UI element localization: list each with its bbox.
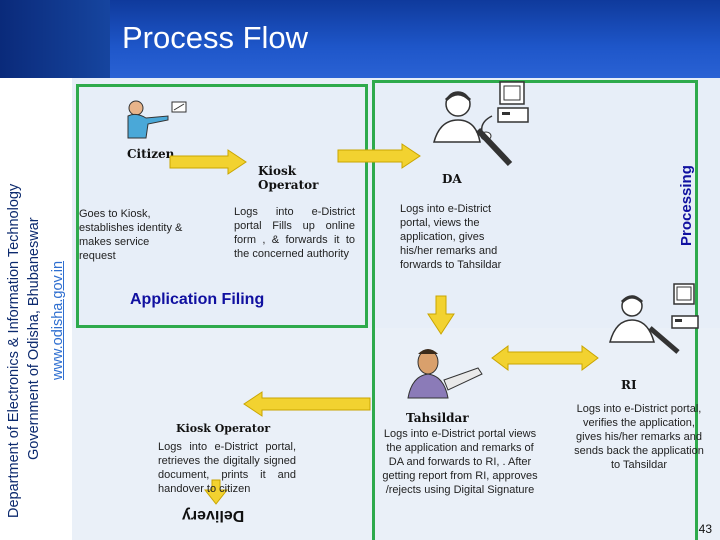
da-label: DA — [442, 172, 462, 186]
ri-desc: Logs into e-District portal, verifies th… — [574, 403, 704, 471]
tahsildar-icon — [407, 349, 483, 399]
processing-box — [372, 80, 698, 540]
da-computer-user-icon — [433, 81, 529, 167]
da-desc: Logs into e-District portal, views the a… — [400, 203, 502, 271]
ri-computer-user-icon — [609, 283, 699, 354]
delivery-label: Delivery — [182, 507, 245, 524]
sidebar — [0, 78, 72, 540]
arrow-kiosk-to-da — [337, 143, 421, 169]
kiosk-operator-label-2: Operator — [258, 178, 319, 192]
page-number: 43 — [698, 522, 712, 536]
arrow-citizen-to-kiosk — [169, 149, 247, 175]
application-filing-label: Application Filing — [130, 291, 265, 308]
bottom-panel — [72, 328, 720, 540]
arrow-da-to-tahsildar — [427, 295, 455, 335]
header-bar — [0, 0, 720, 78]
header-shade — [0, 0, 110, 78]
arrow-kiosk-to-delivery — [203, 479, 229, 505]
arrow-tahsildar-ri — [491, 345, 599, 371]
tahsildar-label: Tahsildar — [406, 411, 469, 425]
citizen-label: Citizen — [127, 147, 175, 161]
ri-label: RI — [621, 378, 637, 392]
arrow-tahsildar-to-kiosk — [243, 391, 371, 417]
application-filing-box — [76, 84, 368, 328]
kiosk-operator-bottom-desc: Logs into e-District portal, retrieves t… — [158, 441, 296, 495]
citizen-icon — [127, 100, 187, 139]
kiosk-operator-label: Kiosk — [258, 164, 297, 178]
top-panel — [72, 78, 720, 348]
citizen-desc: Goes to Kiosk, establishes identity & ma… — [79, 208, 183, 262]
kiosk-operator-desc: Logs into e-District portal Fills up onl… — [234, 206, 355, 260]
kiosk-operator-bottom-label: Kiosk Operator — [176, 422, 271, 435]
tahsildar-desc: Logs into e-District portal views the ap… — [382, 428, 538, 496]
page-title: Process Flow — [122, 20, 309, 55]
